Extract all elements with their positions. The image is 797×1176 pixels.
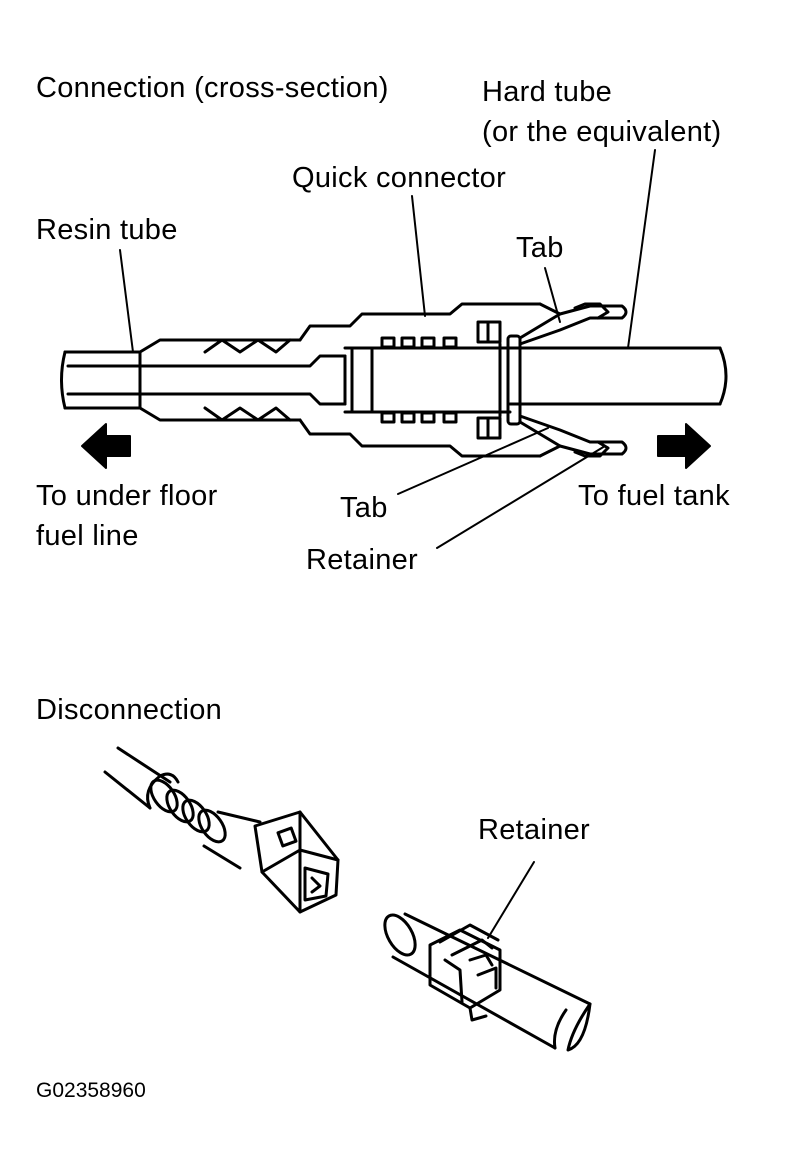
disconnection-heading: Disconnection	[36, 694, 223, 726]
leader-lines-top	[119, 149, 656, 549]
hard-tube-label-equivalent: (or the equivalent)	[482, 116, 722, 148]
to-under-floor-label-line2: fuel line	[36, 520, 139, 552]
hard-tube-label: Hard tube	[482, 76, 613, 108]
resin-tube-label: Resin tube	[36, 214, 178, 246]
quick-connector-label: Quick connector	[292, 162, 507, 194]
to-under-floor-label: To under floor	[36, 480, 218, 512]
retainer-section	[506, 302, 628, 458]
tab-label-bottom: Tab	[340, 492, 388, 524]
resin-tube-section	[60, 338, 347, 422]
retainer-label-section: Retainer	[306, 544, 419, 576]
to-fuel-tank-label: To fuel tank	[578, 480, 730, 512]
retainer-label-disconnection: Retainer	[478, 814, 591, 846]
connection-heading: Connection (cross-section)	[36, 72, 389, 104]
quick-connector-body	[298, 302, 542, 458]
figure-code: G02358960	[36, 1079, 146, 1102]
tab-label-top: Tab	[516, 232, 564, 264]
resin-tube-connector-drawing	[103, 746, 340, 914]
hard-tube-retainer-drawing	[383, 861, 592, 1052]
hard-tube-section	[498, 342, 728, 418]
arrow-left-icon	[81, 423, 131, 469]
arrow-right-icon	[657, 423, 711, 469]
